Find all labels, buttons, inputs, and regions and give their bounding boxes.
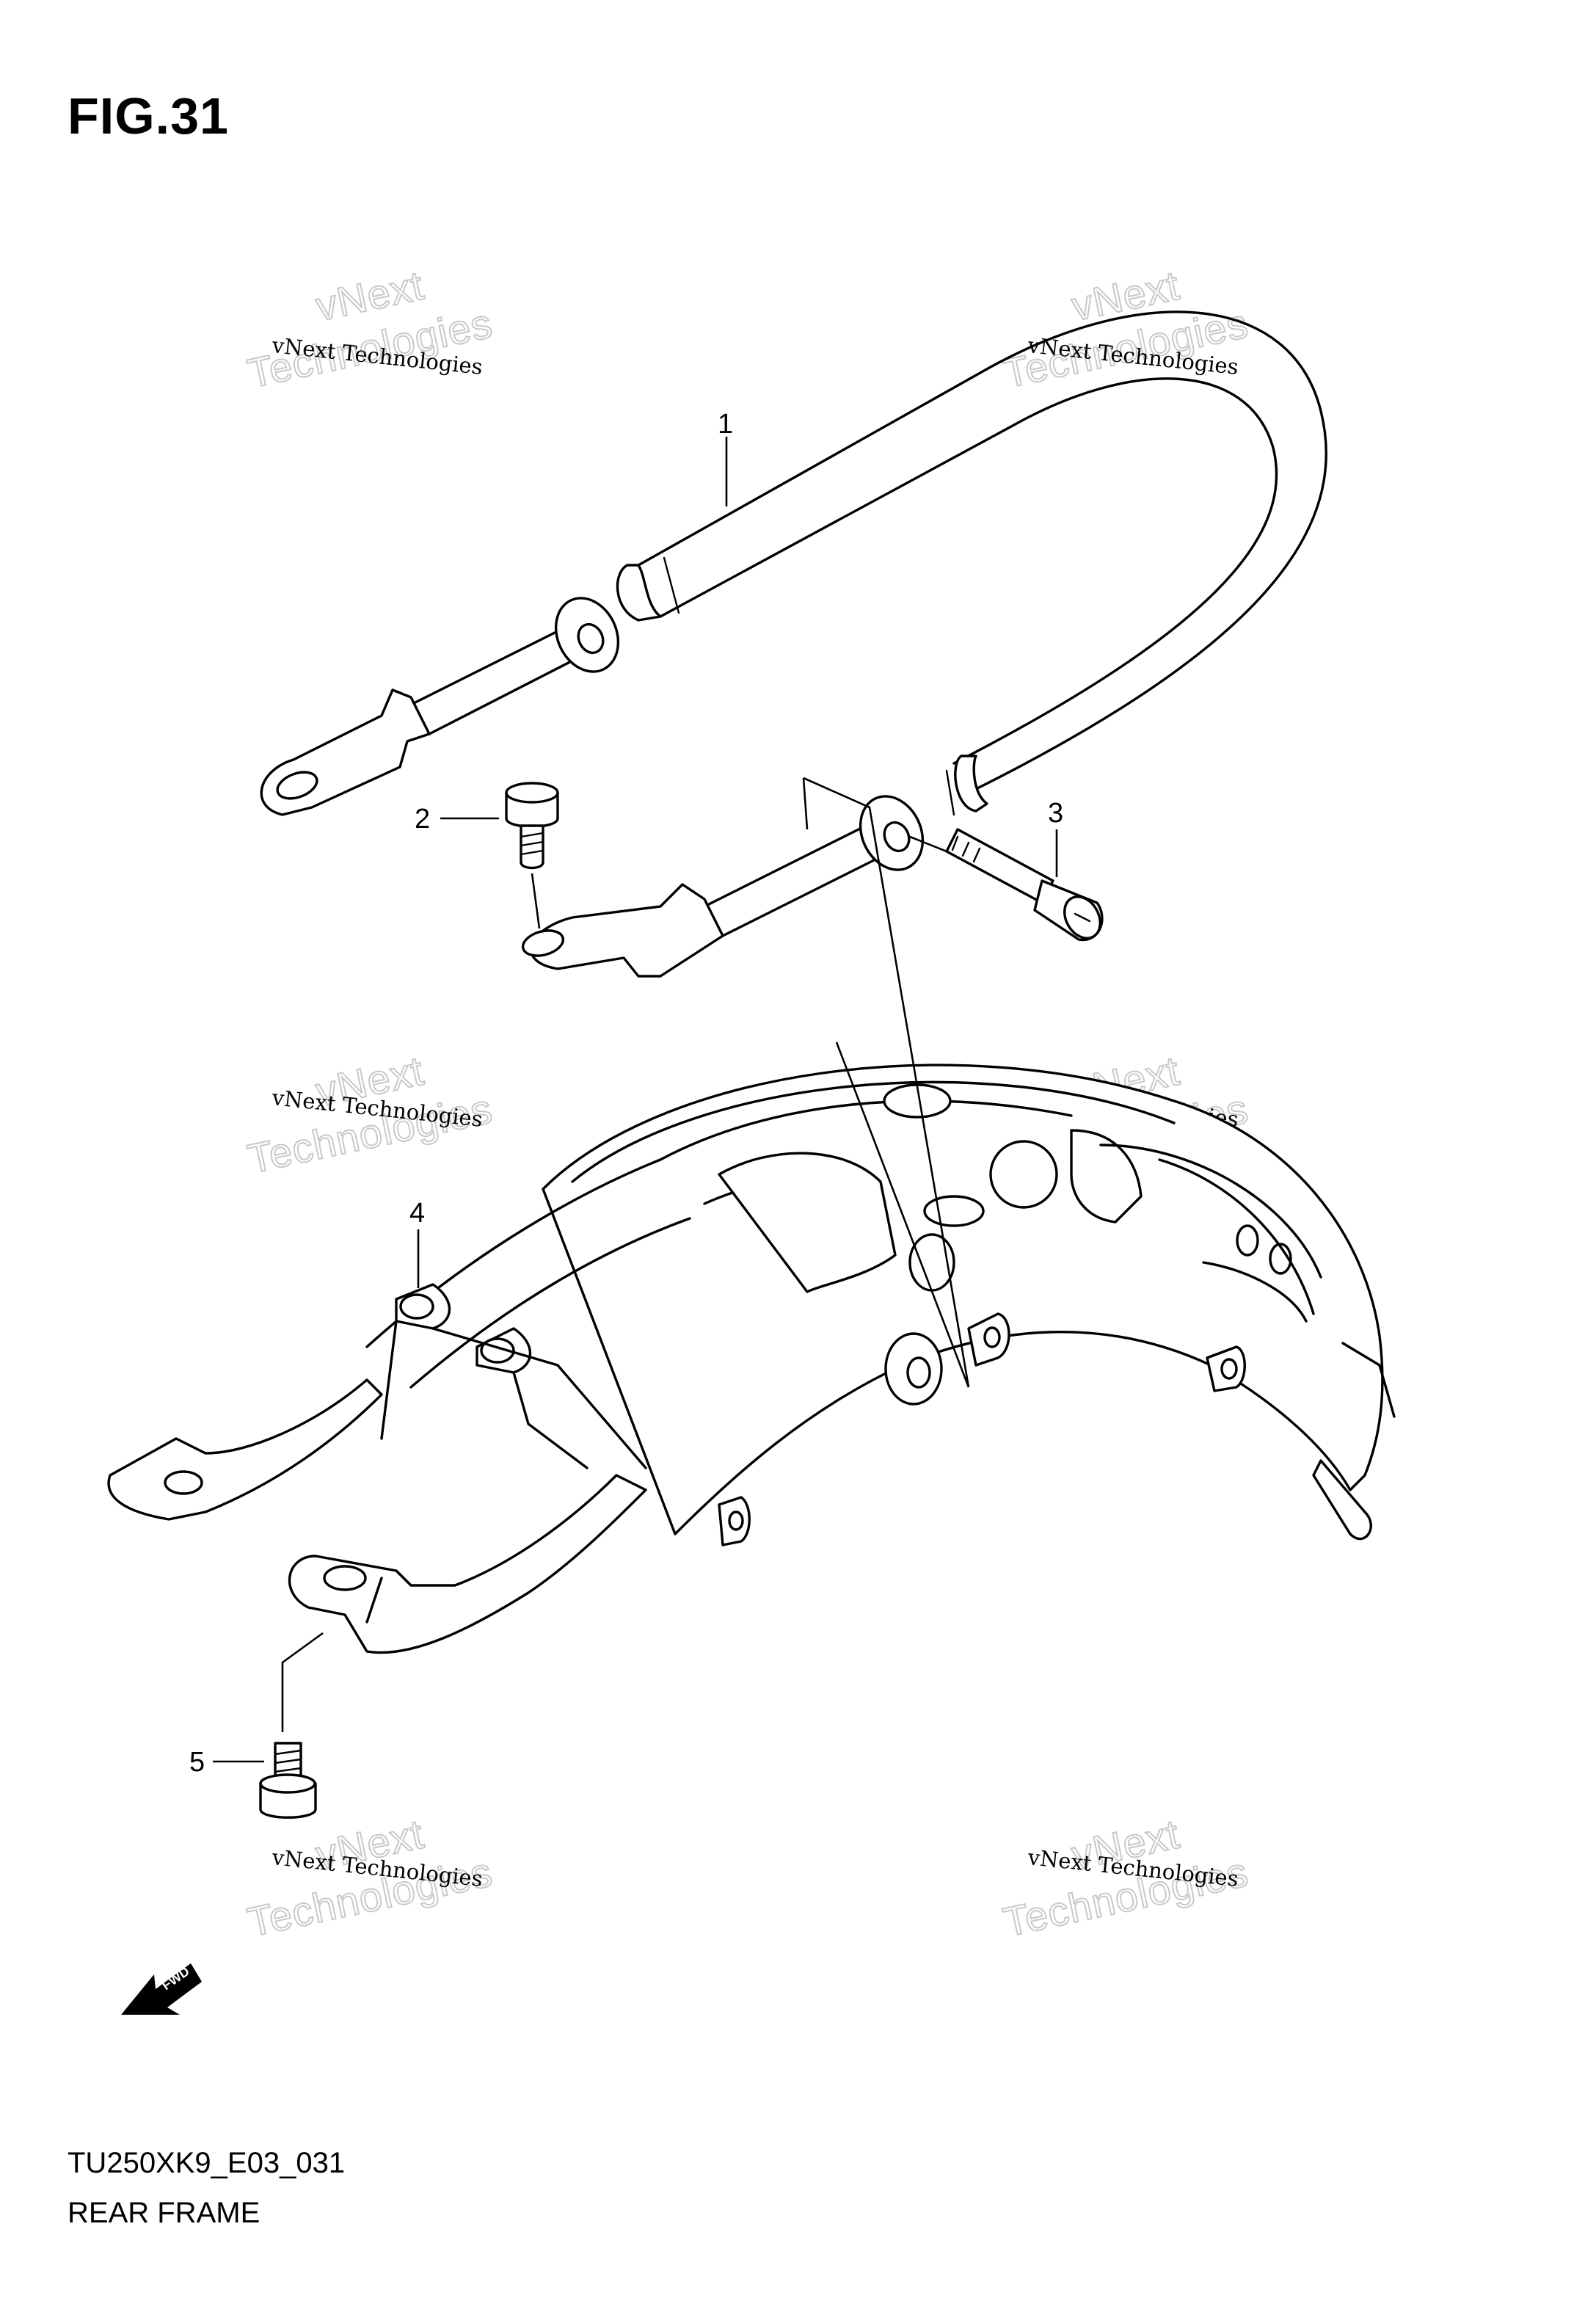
callout-4: 4 bbox=[409, 1198, 425, 1229]
callout-2: 2 bbox=[415, 804, 430, 835]
callout-5: 5 bbox=[189, 1747, 205, 1778]
part-4-rear-frame bbox=[107, 1064, 1396, 1654]
part-1-grab-rail bbox=[260, 310, 1327, 978]
assembly-leader-line-2 bbox=[802, 777, 809, 830]
callout-1: 1 bbox=[718, 409, 733, 440]
model-code: TU250XK9_E03_031 bbox=[68, 2147, 346, 2179]
part-5-bolt bbox=[259, 1632, 324, 1819]
part-3-socket-bolt bbox=[909, 828, 1104, 942]
callout-3: 3 bbox=[1048, 798, 1063, 829]
section-name: REAR FRAME bbox=[68, 2197, 260, 2229]
fwd-indicator: FWD bbox=[121, 1963, 202, 2015]
part-2-bolt bbox=[505, 782, 559, 929]
assembly-leader-line bbox=[803, 777, 970, 1388]
fwd-arrow-icon bbox=[121, 1963, 202, 2015]
figure-title: FIG.31 bbox=[68, 87, 229, 145]
